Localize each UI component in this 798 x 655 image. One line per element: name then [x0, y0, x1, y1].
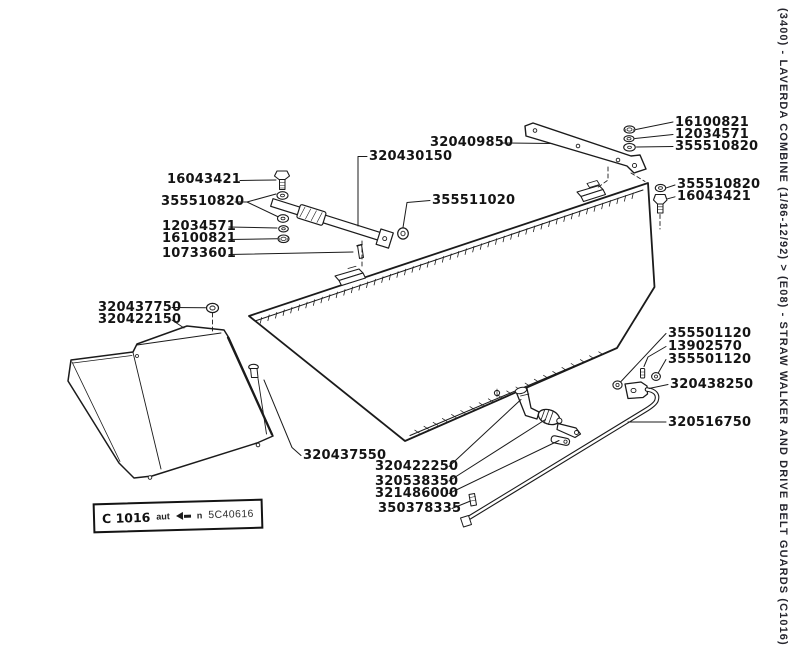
corner-washer-bolt — [652, 183, 668, 230]
left-arrow-icon — [175, 511, 191, 521]
figure-code: C 1016 — [101, 509, 151, 526]
figure-aut-label: aut — [156, 511, 170, 522]
figure-n-label: n — [196, 510, 203, 521]
main-guard-panel — [248, 182, 656, 442]
leader-lines — [171, 121, 676, 509]
grommet-320437750 — [205, 302, 220, 332]
left-fastener-stack — [273, 170, 291, 244]
support-strut — [270, 198, 394, 249]
bottom-latch-assembly — [514, 386, 582, 446]
hinge-right — [576, 166, 646, 203]
latch-stud — [248, 363, 267, 435]
figure-code-box: C 1016 aut n 5C40616 — [92, 498, 264, 534]
top-right-fastener-stack — [623, 125, 636, 152]
box-guard — [67, 325, 274, 480]
catalog-title-vertical: (3400) - LAVERDA COMBINE (1/86-12/92) > … — [777, 8, 789, 646]
hinge-pin-left — [334, 240, 367, 287]
panel-top-edge-hatch — [259, 192, 634, 324]
long-rod — [460, 387, 660, 528]
right-latch-parts — [612, 368, 661, 400]
top-mounting-bar — [524, 122, 647, 174]
grommet-355511020 — [397, 227, 409, 240]
figure-reference: 5C40616 — [208, 507, 254, 522]
